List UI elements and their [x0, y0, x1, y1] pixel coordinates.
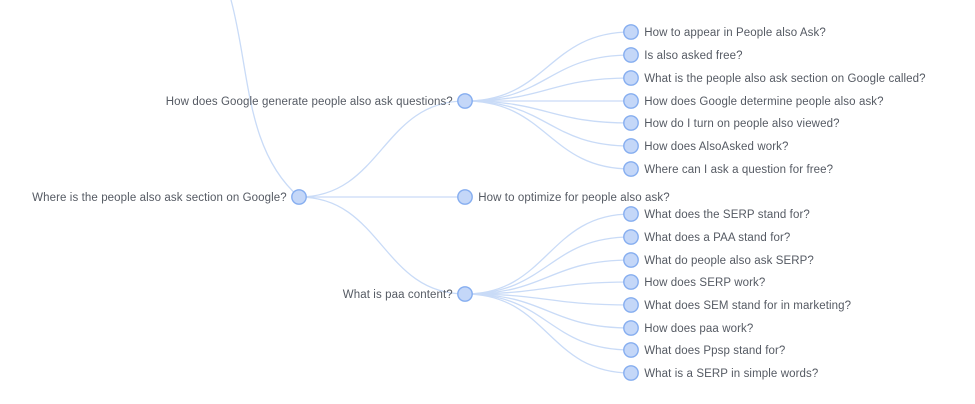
- leaf-question-node[interactable]: [623, 115, 639, 131]
- connector-lines: [230, 0, 632, 374]
- leaf-question-label[interactable]: What does a PAA stand for?: [644, 232, 790, 244]
- leaf-question-label[interactable]: How does AlsoAsked work?: [644, 141, 788, 153]
- leaf-question-node[interactable]: [623, 252, 639, 268]
- leaf-question-node[interactable]: [623, 320, 639, 336]
- connector-line: [298, 100, 466, 198]
- leaf-question-node[interactable]: [623, 297, 639, 313]
- leaf-question-node[interactable]: [623, 70, 639, 86]
- branch-question-node[interactable]: [457, 286, 473, 302]
- connector-line: [464, 100, 632, 147]
- leaf-question-label[interactable]: What does Ppsp stand for?: [644, 345, 785, 357]
- leaf-question-node[interactable]: [623, 274, 639, 290]
- leaf-question-label[interactable]: How do I turn on people also viewed?: [644, 118, 839, 130]
- leaf-question-label[interactable]: What is a SERP in simple words?: [644, 368, 818, 380]
- connector-line: [464, 100, 632, 124]
- connector-line: [464, 236, 632, 295]
- root-question-node[interactable]: [291, 189, 307, 205]
- leaf-question-node[interactable]: [623, 93, 639, 109]
- leaf-question-node[interactable]: [623, 229, 639, 245]
- leaf-question-node[interactable]: [623, 24, 639, 40]
- connector-line: [464, 54, 632, 102]
- connector-line: [464, 293, 632, 351]
- leaf-question-node[interactable]: [623, 161, 639, 177]
- connector-line: [464, 293, 632, 306]
- parent-connector-line: [230, 0, 300, 198]
- root-question-label[interactable]: Where is the people also ask section on …: [32, 192, 287, 204]
- leaf-question-node[interactable]: [623, 47, 639, 63]
- connector-line: [464, 213, 632, 295]
- connector-line: [298, 196, 466, 295]
- branch-question-label[interactable]: How does Google generate people also ask…: [166, 96, 453, 108]
- leaf-question-label[interactable]: What does the SERP stand for?: [644, 209, 810, 221]
- connector-line: [464, 77, 632, 102]
- leaf-question-node[interactable]: [623, 365, 639, 381]
- connector-line: [464, 259, 632, 295]
- connector-line: [464, 281, 632, 295]
- leaf-question-label[interactable]: What is the people also ask section on G…: [644, 73, 925, 85]
- leaf-question-label[interactable]: What do people also ask SERP?: [644, 255, 814, 267]
- leaf-question-node[interactable]: [623, 138, 639, 154]
- leaf-question-label[interactable]: How does Google determine people also as…: [644, 96, 883, 108]
- connector-line: [464, 293, 632, 374]
- leaf-question-label[interactable]: What does SEM stand for in marketing?: [644, 300, 851, 312]
- leaf-question-label[interactable]: Where can I ask a question for free?: [644, 164, 833, 176]
- connector-line: [464, 100, 632, 170]
- branch-question-label[interactable]: What is paa content?: [343, 289, 453, 301]
- question-nodes: How to appear in People also Ask? Is also…: [32, 24, 926, 381]
- leaf-question-node[interactable]: [623, 206, 639, 222]
- branch-question-node[interactable]: [457, 189, 473, 205]
- leaf-question-label[interactable]: Is also asked free?: [644, 50, 742, 62]
- leaf-question-node[interactable]: [623, 342, 639, 358]
- branch-question-label[interactable]: How to optimize for people also ask?: [478, 192, 670, 204]
- branch-question-node[interactable]: [457, 93, 473, 109]
- leaf-question-label[interactable]: How does paa work?: [644, 323, 753, 335]
- connector-line: [464, 31, 632, 102]
- leaf-question-label[interactable]: How does SERP work?: [644, 277, 765, 289]
- connector-line: [464, 293, 632, 329]
- leaf-question-label[interactable]: How to appear in People also Ask?: [644, 27, 826, 39]
